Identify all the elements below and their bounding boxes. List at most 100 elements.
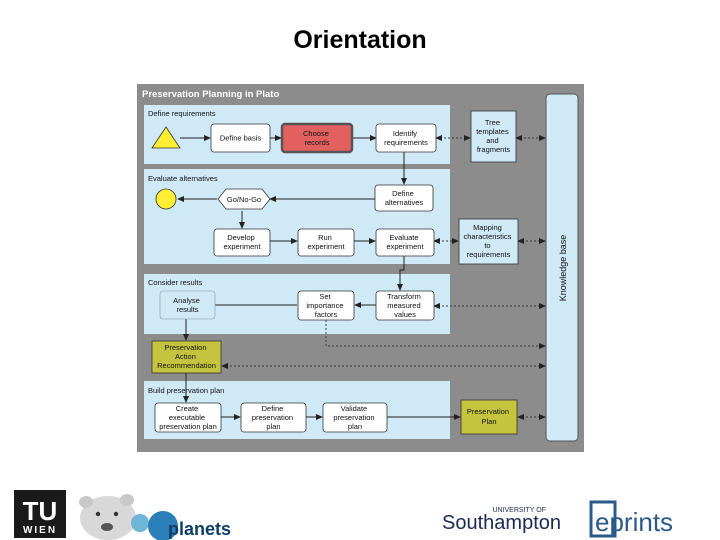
node-text-line: Run bbox=[318, 233, 332, 242]
node-text-line: importance bbox=[306, 301, 343, 310]
node-text-line: Mapping bbox=[473, 223, 502, 232]
node-define-basis-label: Define basis bbox=[220, 134, 262, 143]
tu-wien-logo: TU WIEN bbox=[14, 490, 66, 538]
frame-title: Preservation Planning in Plato bbox=[142, 89, 279, 100]
node-text-line: experiment bbox=[307, 242, 345, 251]
node-text-line: Develop bbox=[227, 233, 255, 242]
node-text-line: Evaluate bbox=[389, 233, 418, 242]
node-run-experiment-label: Run experiment bbox=[307, 233, 345, 251]
node-mapping-characteristics bbox=[458, 218, 519, 265]
node-text-line: Define bbox=[392, 189, 414, 198]
section-title-consider: Consider results bbox=[148, 278, 202, 287]
node-identify-requirements bbox=[375, 123, 437, 153]
node-text-line: Tree bbox=[485, 118, 500, 127]
node-text-line: requirements bbox=[467, 250, 511, 259]
node-tree-templates-label: Tree templates and fragments bbox=[476, 118, 511, 154]
node-create-executable-plan-label: Create executable preservation plan bbox=[159, 404, 217, 431]
node-preservation-plan-label: Preservation Plan bbox=[467, 407, 511, 426]
node-text-line: Define basis bbox=[220, 134, 262, 143]
node-transform-measured-values bbox=[375, 290, 435, 321]
node-text-line: Recommendation bbox=[157, 361, 216, 370]
tu-wien-logo-wien: WIEN bbox=[23, 525, 57, 536]
node-text-line: experiment bbox=[386, 242, 424, 251]
node-text-line: factors bbox=[315, 310, 338, 319]
node-text-line: records bbox=[304, 138, 329, 147]
knowledge-base-label: Knowledge base bbox=[558, 235, 568, 302]
planets-logo-text: planets bbox=[168, 519, 231, 539]
node-evaluate-experiment bbox=[375, 228, 435, 257]
planets-logo: planets bbox=[131, 511, 231, 540]
node-define-preservation-plan bbox=[240, 402, 307, 433]
node-preservation-plan bbox=[460, 399, 518, 435]
node-text-line: Define bbox=[262, 404, 284, 413]
southampton-logo-text: Southampton bbox=[442, 512, 561, 534]
node-text-line: preservation bbox=[333, 413, 374, 422]
node-identify-requirements-label: Identify requirements bbox=[384, 129, 428, 147]
node-text-line: executable bbox=[169, 413, 205, 422]
node-text-line: plan bbox=[266, 422, 280, 431]
node-text-line: Plan bbox=[481, 417, 496, 426]
southampton-logo-small: UNIVERSITY OF bbox=[492, 507, 546, 514]
node-text-line: experiment bbox=[223, 242, 261, 251]
section-title-define: Define requirements bbox=[148, 109, 216, 118]
go-no-go-decision bbox=[217, 188, 271, 210]
node-text-line: plan bbox=[348, 422, 362, 431]
node-transform-measured-values-label: Transform measured values bbox=[387, 292, 423, 319]
node-text-line: requirements bbox=[384, 138, 428, 147]
node-text-line: to bbox=[484, 241, 490, 250]
eprints-logo-text: eprints bbox=[595, 507, 673, 537]
node-text-line: fragments bbox=[477, 145, 511, 154]
node-text-line: Preservation bbox=[164, 343, 206, 352]
node-text-line: Set bbox=[319, 292, 331, 301]
knowledge-base bbox=[545, 93, 579, 442]
node-text-line: characteristics bbox=[463, 232, 511, 241]
node-validate-preservation-plan bbox=[322, 402, 388, 433]
node-choose-records-label: Choose records bbox=[303, 129, 331, 147]
node-text-line: alternatives bbox=[385, 198, 424, 207]
node-set-importance-factors bbox=[297, 290, 355, 321]
node-choose-records bbox=[280, 122, 354, 154]
node-develop-experiment-label: Develop experiment bbox=[223, 233, 261, 251]
node-text-line: Analyse bbox=[173, 296, 200, 305]
node-text-line: values bbox=[394, 310, 416, 319]
node-preservation-action-recommendation bbox=[151, 340, 222, 374]
go-no-go-line: Go/No-Go bbox=[227, 195, 261, 204]
section-title-evaluate: Evaluate alternatives bbox=[148, 174, 218, 183]
node-text-line: preservation plan bbox=[159, 422, 217, 431]
node-text-line: measured bbox=[387, 301, 420, 310]
go-no-go-label: Go/No-Go bbox=[227, 195, 261, 204]
node-text-line: Preservation bbox=[467, 407, 509, 416]
node-text-line: Validate bbox=[341, 404, 368, 413]
node-analyse-results-label: Analyse results bbox=[173, 296, 202, 314]
node-define-basis bbox=[210, 123, 271, 153]
eprints-logo: eprints bbox=[589, 500, 673, 538]
node-validate-preservation-plan-label: Validate preservation plan bbox=[333, 404, 376, 431]
node-tree-templates bbox=[470, 110, 517, 163]
node-set-importance-factors-label: Set importance factors bbox=[306, 292, 345, 319]
node-text-line: Action bbox=[175, 352, 196, 361]
node-text-line: templates bbox=[476, 127, 509, 136]
connectors bbox=[177, 135, 461, 420]
node-text-line: Create bbox=[176, 404, 199, 413]
node-define-preservation-plan-label: Define preservation plan bbox=[252, 404, 295, 431]
polar-bear-mascot bbox=[79, 494, 136, 540]
node-analyse-results bbox=[159, 290, 216, 320]
node-define-alternatives-label: Define alternatives bbox=[385, 189, 424, 207]
node-evaluate-experiment-label: Evaluate experiment bbox=[386, 233, 424, 251]
node-text-line: Transform bbox=[387, 292, 421, 301]
node-define-alternatives bbox=[374, 184, 434, 212]
node-create-executable-plan bbox=[154, 402, 222, 433]
node-develop-experiment bbox=[213, 228, 271, 257]
slide-title: Orientation bbox=[293, 26, 427, 54]
milestone-triangle bbox=[151, 126, 181, 149]
node-run-experiment bbox=[297, 228, 355, 257]
node-text-line: and bbox=[486, 136, 499, 145]
node-text-line: Identify bbox=[393, 129, 417, 138]
node-preservation-action-recommendation-label: Preservation Action Recommendation bbox=[157, 343, 216, 370]
node-mapping-characteristics-label: Mapping characteristics to requirements bbox=[463, 223, 513, 259]
node-text-line: Choose bbox=[303, 129, 329, 138]
node-text-line: results bbox=[176, 305, 198, 314]
node-text-line: preservation bbox=[252, 413, 293, 422]
knowledge-base-links bbox=[221, 135, 546, 420]
